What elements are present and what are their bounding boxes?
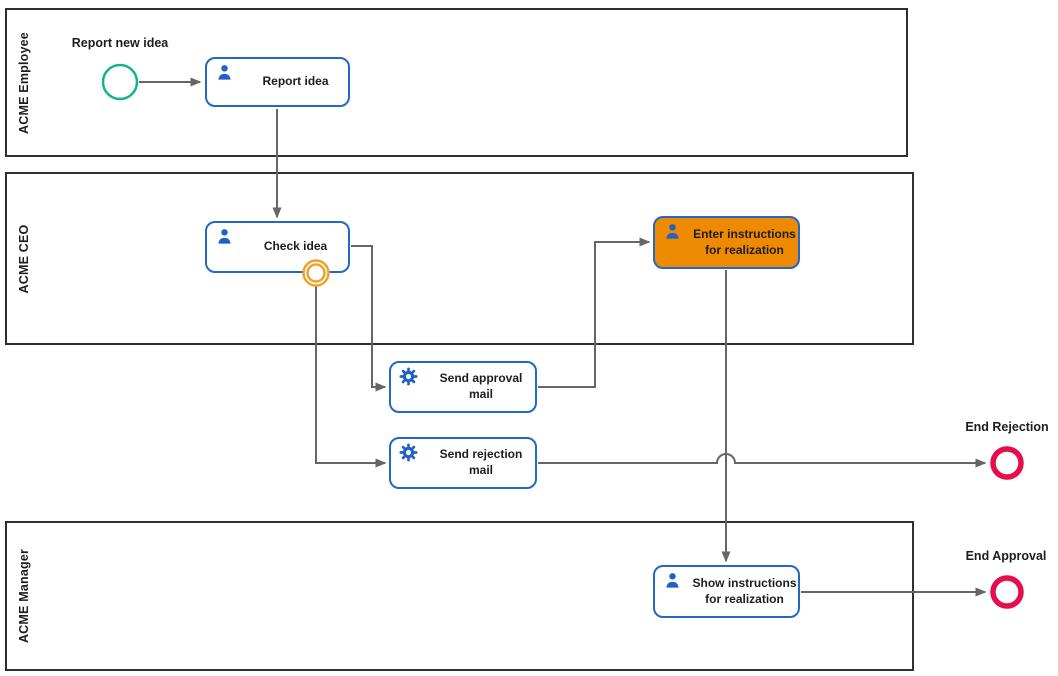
task-label: Check idea [263,239,328,254]
task-enter-instructions-for-realization[interactable]: Enter instructions for realization [653,216,800,269]
flow-send-rejection-mail-to-end-rejection [538,453,987,468]
task-report-idea[interactable]: Report idea [205,57,350,107]
task-label: Report idea [262,74,329,89]
task-label: Enter instructions for realization [693,226,796,257]
gear-icon [399,443,418,462]
end-event-approval[interactable] [990,575,1024,609]
lane-label-acme-ceo: ACME CEO [17,224,31,293]
task-show-instructions-for-realization[interactable]: Show instructions for realization [653,565,800,618]
end-rejection-label: End Rejection [965,420,1049,434]
start-event-label: Report new idea [71,36,169,50]
lane-label-acme-manager: ACME Manager [17,548,31,644]
task-send-approval-mail[interactable]: Send approval mail [389,361,537,413]
task-send-rejection-mail[interactable]: Send rejection mail [389,437,537,489]
task-check-idea[interactable]: Check idea [205,221,350,273]
gear-icon [399,367,418,386]
lane-acme-employee: ACME Employee [5,8,908,157]
end-approval-label: End Approval [965,549,1047,563]
user-icon [215,227,234,246]
user-icon [215,63,234,82]
user-icon [663,222,682,241]
lane-acme-ceo: ACME CEO [5,172,914,345]
lane-acme-manager: ACME Manager [5,521,914,671]
task-label: Send approval mail [439,371,523,401]
lane-label-acme-employee: ACME Employee [17,31,31,134]
task-label: Send rejection mail [439,447,523,477]
end-event-rejection[interactable] [990,446,1024,480]
user-icon [663,571,682,590]
task-label: Show instructions for realization [692,575,797,606]
